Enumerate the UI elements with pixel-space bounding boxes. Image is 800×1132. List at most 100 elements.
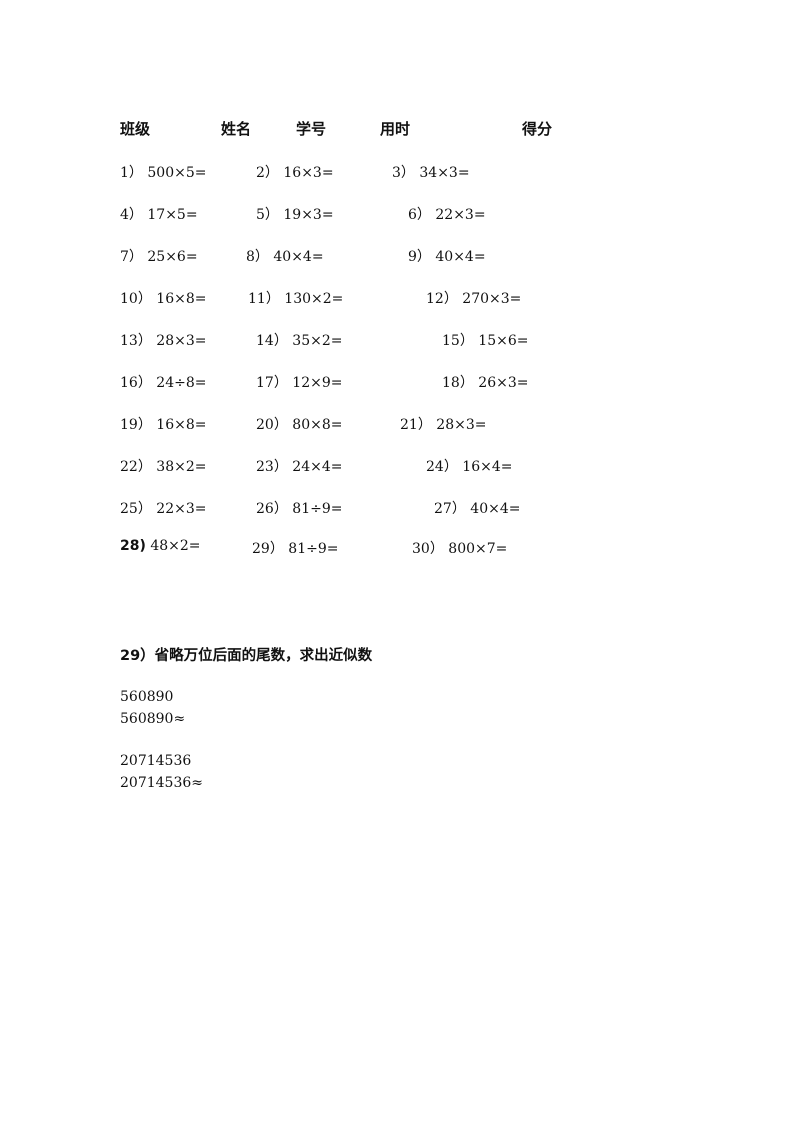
problem-expression: 270×3= xyxy=(462,291,522,307)
problem-expression: 34×3= xyxy=(419,165,470,181)
problem-item: 10） 16×8= xyxy=(120,288,206,308)
problem-number: 12） xyxy=(426,291,458,307)
problem-expression: 22×3= xyxy=(156,501,207,517)
problem-number: 16） xyxy=(120,375,152,391)
problem-item: 21） 28×3= xyxy=(400,414,486,434)
problem-item: 29） 81÷9= xyxy=(252,538,338,558)
problem-number: 15） xyxy=(442,333,474,349)
section-title: 29）省略万位后面的尾数，求出近似数 xyxy=(120,648,373,664)
problem-expression: 25×6= xyxy=(147,249,198,265)
problem-number: 6） xyxy=(408,207,431,223)
problem-number: 19） xyxy=(120,417,152,433)
problem-number: 2） xyxy=(256,165,279,181)
problem-row: 13） 28×3= 14） 35×2= 15） 15×6= xyxy=(0,330,800,354)
time-label: 用时 xyxy=(380,120,411,138)
problem-expression: 40×4= xyxy=(470,501,521,517)
problem-row: 28) 48×2= 29） 81÷9= 30） 800×7= xyxy=(0,538,800,562)
problem-item: 13） 28×3= xyxy=(120,330,206,350)
problem-expression: 12×9= xyxy=(292,375,343,391)
problem-item: 14） 35×2= xyxy=(256,330,342,350)
student-id-label: 学号 xyxy=(296,120,327,138)
problem-item: 18） 26×3= xyxy=(442,372,528,392)
problem-number: 5） xyxy=(256,207,279,223)
problem-item: 28) 48×2= xyxy=(120,538,201,554)
problem-number: 13） xyxy=(120,333,152,349)
problem-row: 25） 22×3= 26） 81÷9= 27） 40×4= xyxy=(0,498,800,522)
worksheet-header: 班级 姓名 学号 用时 得分 xyxy=(0,118,800,144)
problem-item: 19） 16×8= xyxy=(120,414,206,434)
problem-expression: 500×5= xyxy=(147,165,207,181)
problem-expression: 24×4= xyxy=(292,459,343,475)
problem-item: 25） 22×3= xyxy=(120,498,206,518)
problem-number: 26） xyxy=(256,501,288,517)
problem-number: 23） xyxy=(256,459,288,475)
problem-item: 27） 40×4= xyxy=(434,498,520,518)
problem-number: 4） xyxy=(120,207,143,223)
problem-item: 8） 40×4= xyxy=(246,246,324,266)
problem-expression: 48×2= xyxy=(150,538,201,554)
approx-item: 20714536 20714536≈ xyxy=(120,750,203,794)
problem-number: 30） xyxy=(412,541,444,557)
problem-item: 15） 15×6= xyxy=(442,330,528,350)
problem-item: 5） 19×3= xyxy=(256,204,334,224)
problem-number: 8） xyxy=(246,249,269,265)
problem-expression: 24÷8= xyxy=(156,375,207,391)
problem-expression: 28×3= xyxy=(156,333,207,349)
problem-number: 22） xyxy=(120,459,152,475)
problem-number: 20） xyxy=(256,417,288,433)
problem-expression: 16×8= xyxy=(156,417,207,433)
score-label: 得分 xyxy=(522,120,553,138)
problem-item: 24） 16×4= xyxy=(426,456,512,476)
problem-expression: 15×6= xyxy=(478,333,529,349)
problem-number: 28) xyxy=(120,538,146,554)
problem-row: 4） 17×5= 5） 19×3= 6） 22×3= xyxy=(0,204,800,228)
problem-number: 10） xyxy=(120,291,152,307)
approx-answer-line: 560890≈ xyxy=(120,711,186,727)
problem-item: 6） 22×3= xyxy=(408,204,486,224)
class-label: 班级 xyxy=(120,120,151,138)
problem-expression: 17×5= xyxy=(147,207,198,223)
problem-expression: 28×3= xyxy=(436,417,487,433)
problem-expression: 800×7= xyxy=(448,541,508,557)
problem-item: 4） 17×5= xyxy=(120,204,198,224)
problem-item: 7） 25×6= xyxy=(120,246,198,266)
problem-item: 11） 130×2= xyxy=(248,288,343,308)
problem-item: 26） 81÷9= xyxy=(256,498,342,518)
problem-number: 11） xyxy=(248,291,280,307)
problem-number: 17） xyxy=(256,375,288,391)
problem-expression: 130×2= xyxy=(284,291,344,307)
problem-expression: 16×3= xyxy=(283,165,334,181)
approx-answer-line: 20714536≈ xyxy=(120,775,203,791)
problem-item: 9） 40×4= xyxy=(408,246,486,266)
problem-row: 10） 16×8= 11） 130×2= 12） 270×3= xyxy=(0,288,800,312)
problem-expression: 81÷9= xyxy=(292,501,343,517)
problem-number: 3） xyxy=(392,165,415,181)
approx-number: 20714536 xyxy=(120,753,192,769)
problem-number: 29） xyxy=(252,541,284,557)
problem-item: 17） 12×9= xyxy=(256,372,342,392)
problem-expression: 40×4= xyxy=(273,249,324,265)
problem-row: 7） 25×6= 8） 40×4= 9） 40×4= xyxy=(0,246,800,270)
problem-expression: 80×8= xyxy=(292,417,343,433)
problem-item: 2） 16×3= xyxy=(256,162,334,182)
problem-item: 3） 34×3= xyxy=(392,162,470,182)
problem-item: 22） 38×2= xyxy=(120,456,206,476)
problem-row: 16） 24÷8= 17） 12×9= 18） 26×3= xyxy=(0,372,800,396)
approx-number: 560890 xyxy=(120,689,174,705)
problem-item: 30） 800×7= xyxy=(412,538,507,558)
problem-expression: 26×3= xyxy=(478,375,529,391)
problem-item: 1） 500×5= xyxy=(120,162,206,182)
problem-expression: 81÷9= xyxy=(288,541,339,557)
approx-item: 560890 560890≈ xyxy=(120,686,185,730)
problem-number: 24） xyxy=(426,459,458,475)
problem-expression: 19×3= xyxy=(283,207,334,223)
problem-item: 23） 24×4= xyxy=(256,456,342,476)
name-label: 姓名 xyxy=(221,120,252,138)
problem-number: 7） xyxy=(120,249,143,265)
problem-expression: 38×2= xyxy=(156,459,207,475)
problem-number: 25） xyxy=(120,501,152,517)
problem-row: 1） 500×5= 2） 16×3= 3） 34×3= xyxy=(0,162,800,186)
problem-expression: 16×8= xyxy=(156,291,207,307)
problem-number: 21） xyxy=(400,417,432,433)
problem-item: 16） 24÷8= xyxy=(120,372,206,392)
